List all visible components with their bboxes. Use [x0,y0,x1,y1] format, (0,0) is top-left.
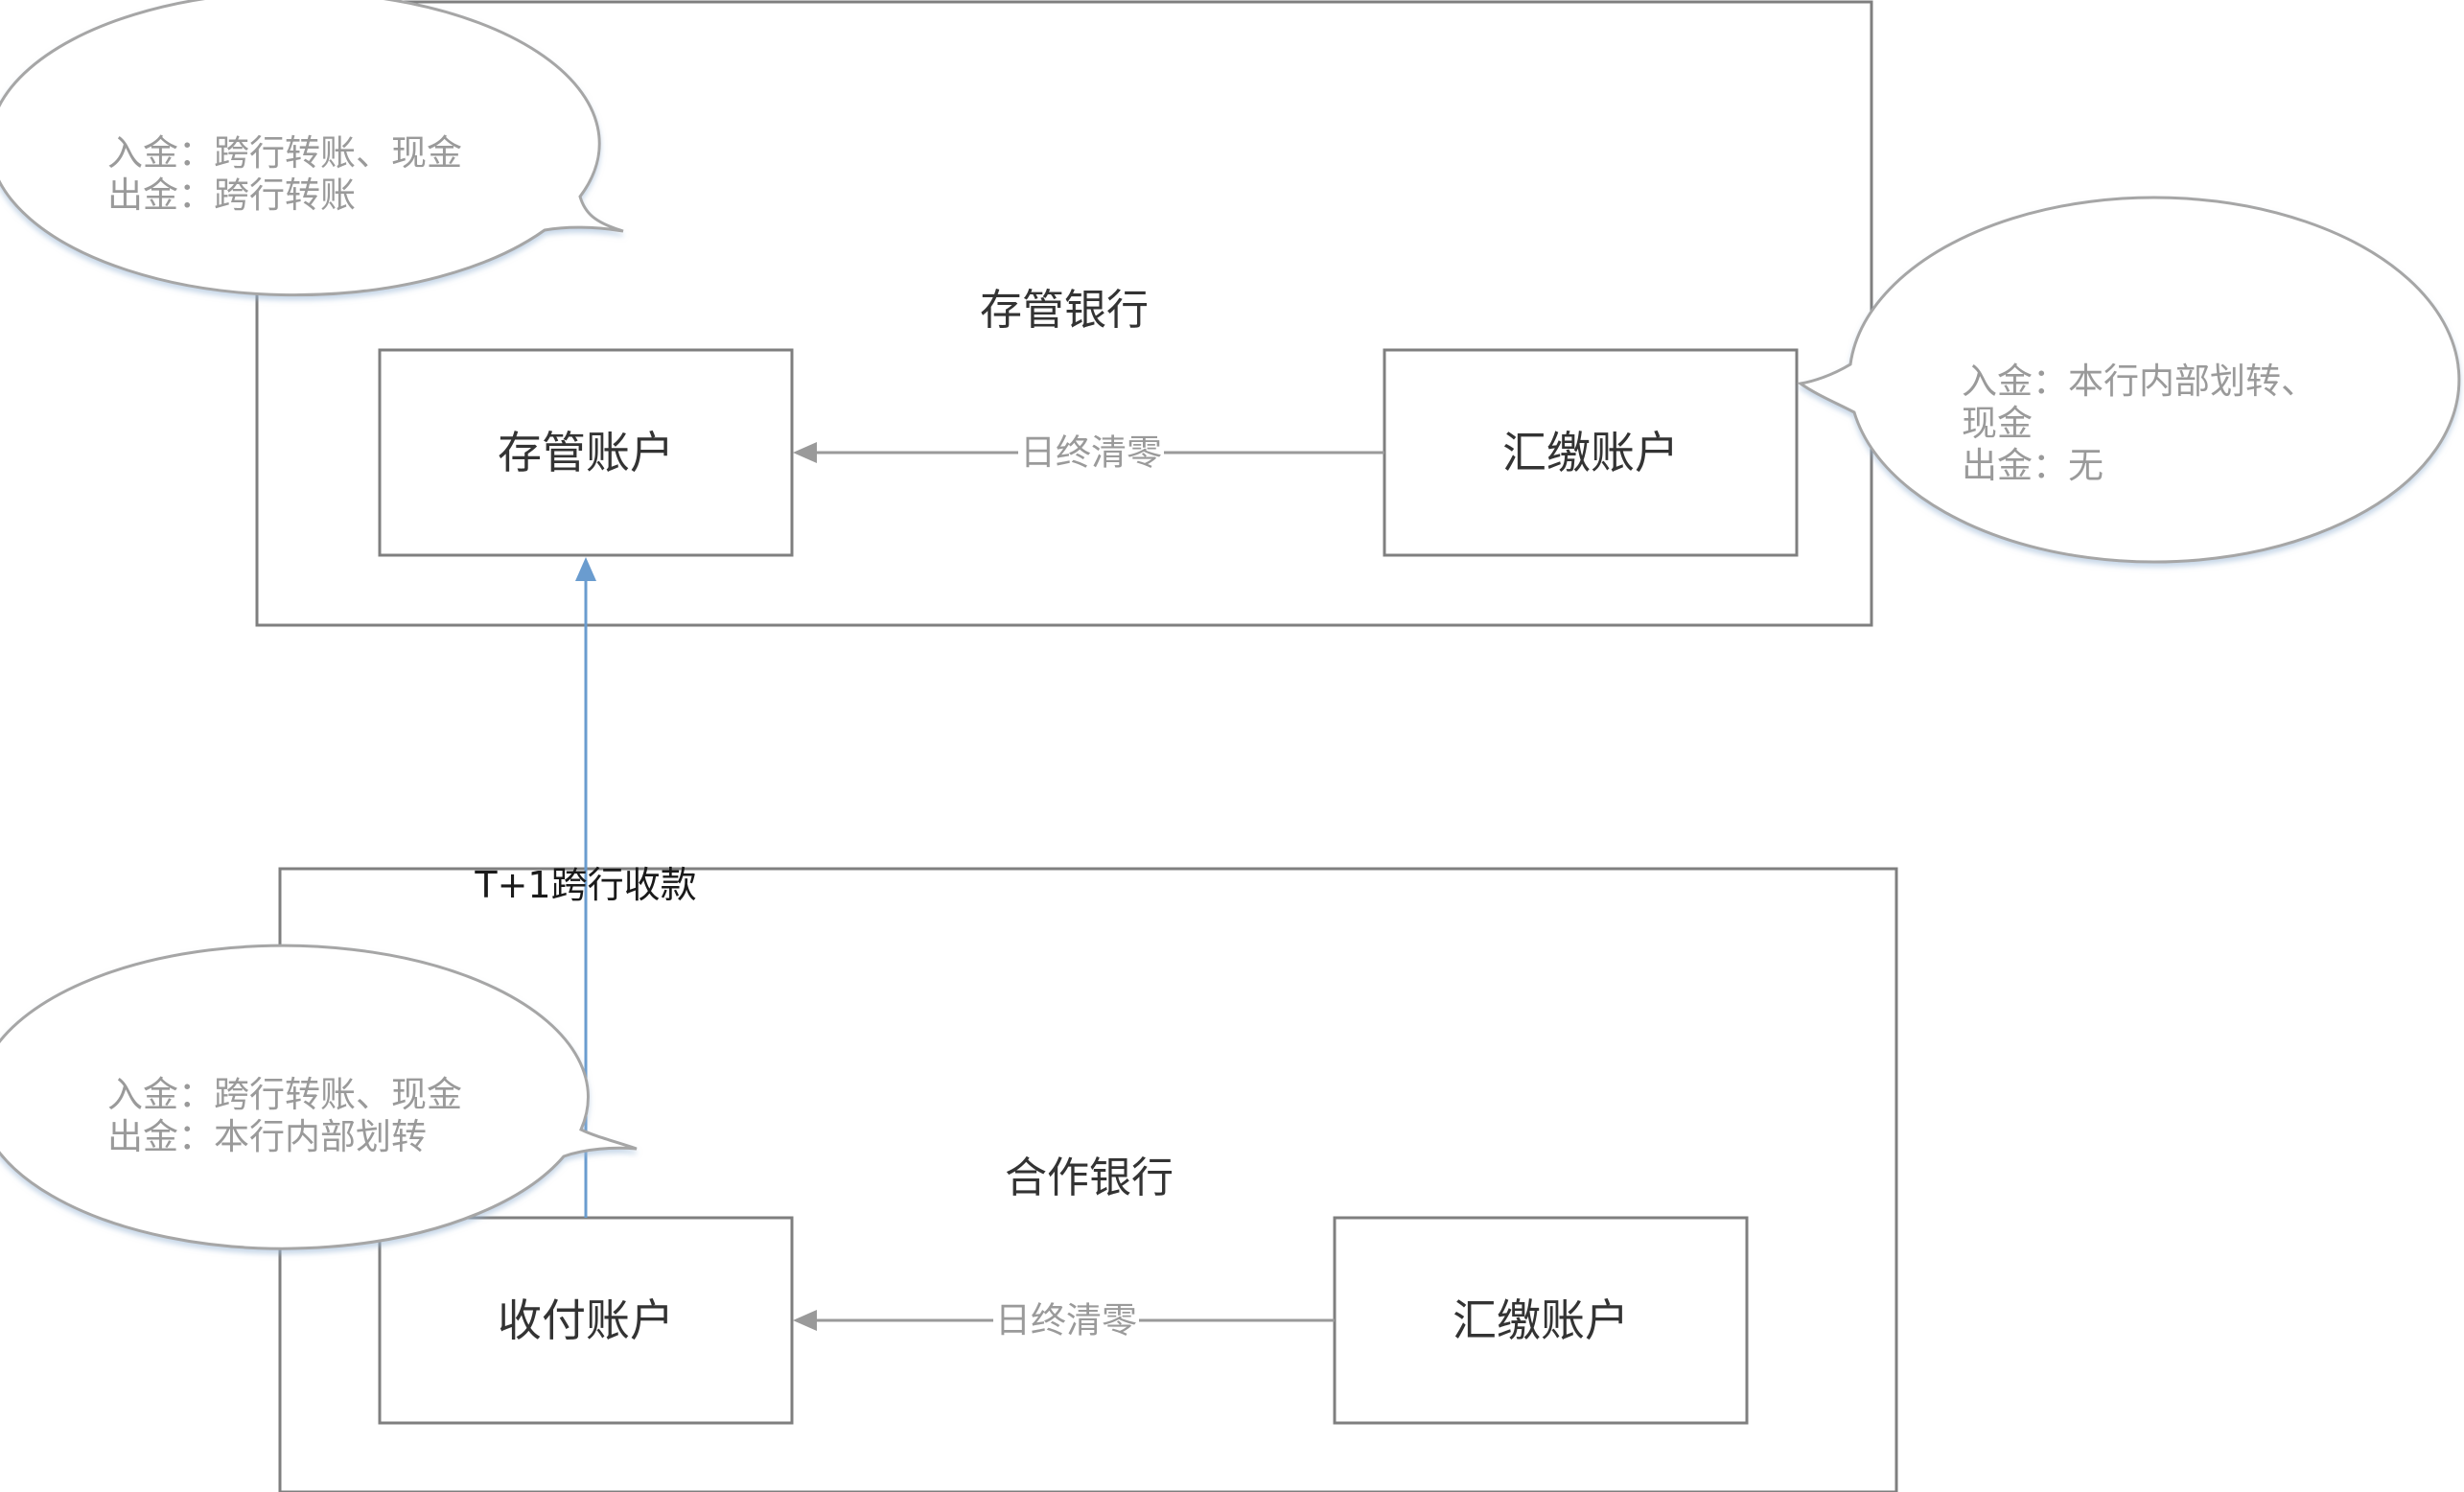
top-clear-arrowhead [793,442,817,463]
receipt-payment-note-out: 出金：本行内部划转 [107,1116,427,1157]
top-collection-note-in-2: 现金 [1962,403,2033,444]
bottom-clear-label: 日终清零 [993,1299,1139,1341]
custody-note-in: 入金：跨行转账、现金 [107,132,462,174]
top-collection-note-in-1: 入金：本行内部划转、 [1962,361,2316,402]
t1-transfer-label: T+1跨行收款 [475,864,697,906]
bottom-clear-arrowhead [793,1310,817,1331]
top-collection-account-box[interactable] [1383,348,1799,557]
bottom-collection-account-label: 汇缴账户 [1453,1294,1629,1346]
t1-transfer-arrowhead [575,557,596,581]
custody-account-label: 存管账户 [498,427,674,478]
top-collection-note-out: 出金：无 [1962,445,2104,486]
receipt-payment-note-text: 入金：跨行转账、现金 出金：本行内部划转 [107,1074,462,1158]
custody-note-out: 出金：跨行转账 [107,175,356,216]
top-collection-account-label: 汇缴账户 [1502,427,1679,478]
receipt-payment-account-box[interactable] [378,1216,794,1425]
receipt-payment-note-in: 入金：跨行转账、现金 [107,1074,462,1115]
custody-note-text: 入金：跨行转账、现金 出金：跨行转账 [107,132,462,217]
receipt-payment-note-bubble [0,944,638,1250]
custody-bank-title: 存管银行 [980,286,1149,335]
receipt-payment-account-label: 收付账户 [498,1294,674,1346]
custody-note-bubble [0,0,624,297]
top-clear-label: 日终清零 [1018,431,1164,474]
top-collection-note-text: 入金：本行内部划转、 现金 出金：无 [1962,361,2316,487]
top-collection-note-bubble [1797,196,2461,564]
custody-account-box[interactable] [378,348,794,557]
partner-bank-title: 合作银行 [1005,1154,1174,1202]
bottom-collection-account-box[interactable] [1333,1216,1749,1425]
